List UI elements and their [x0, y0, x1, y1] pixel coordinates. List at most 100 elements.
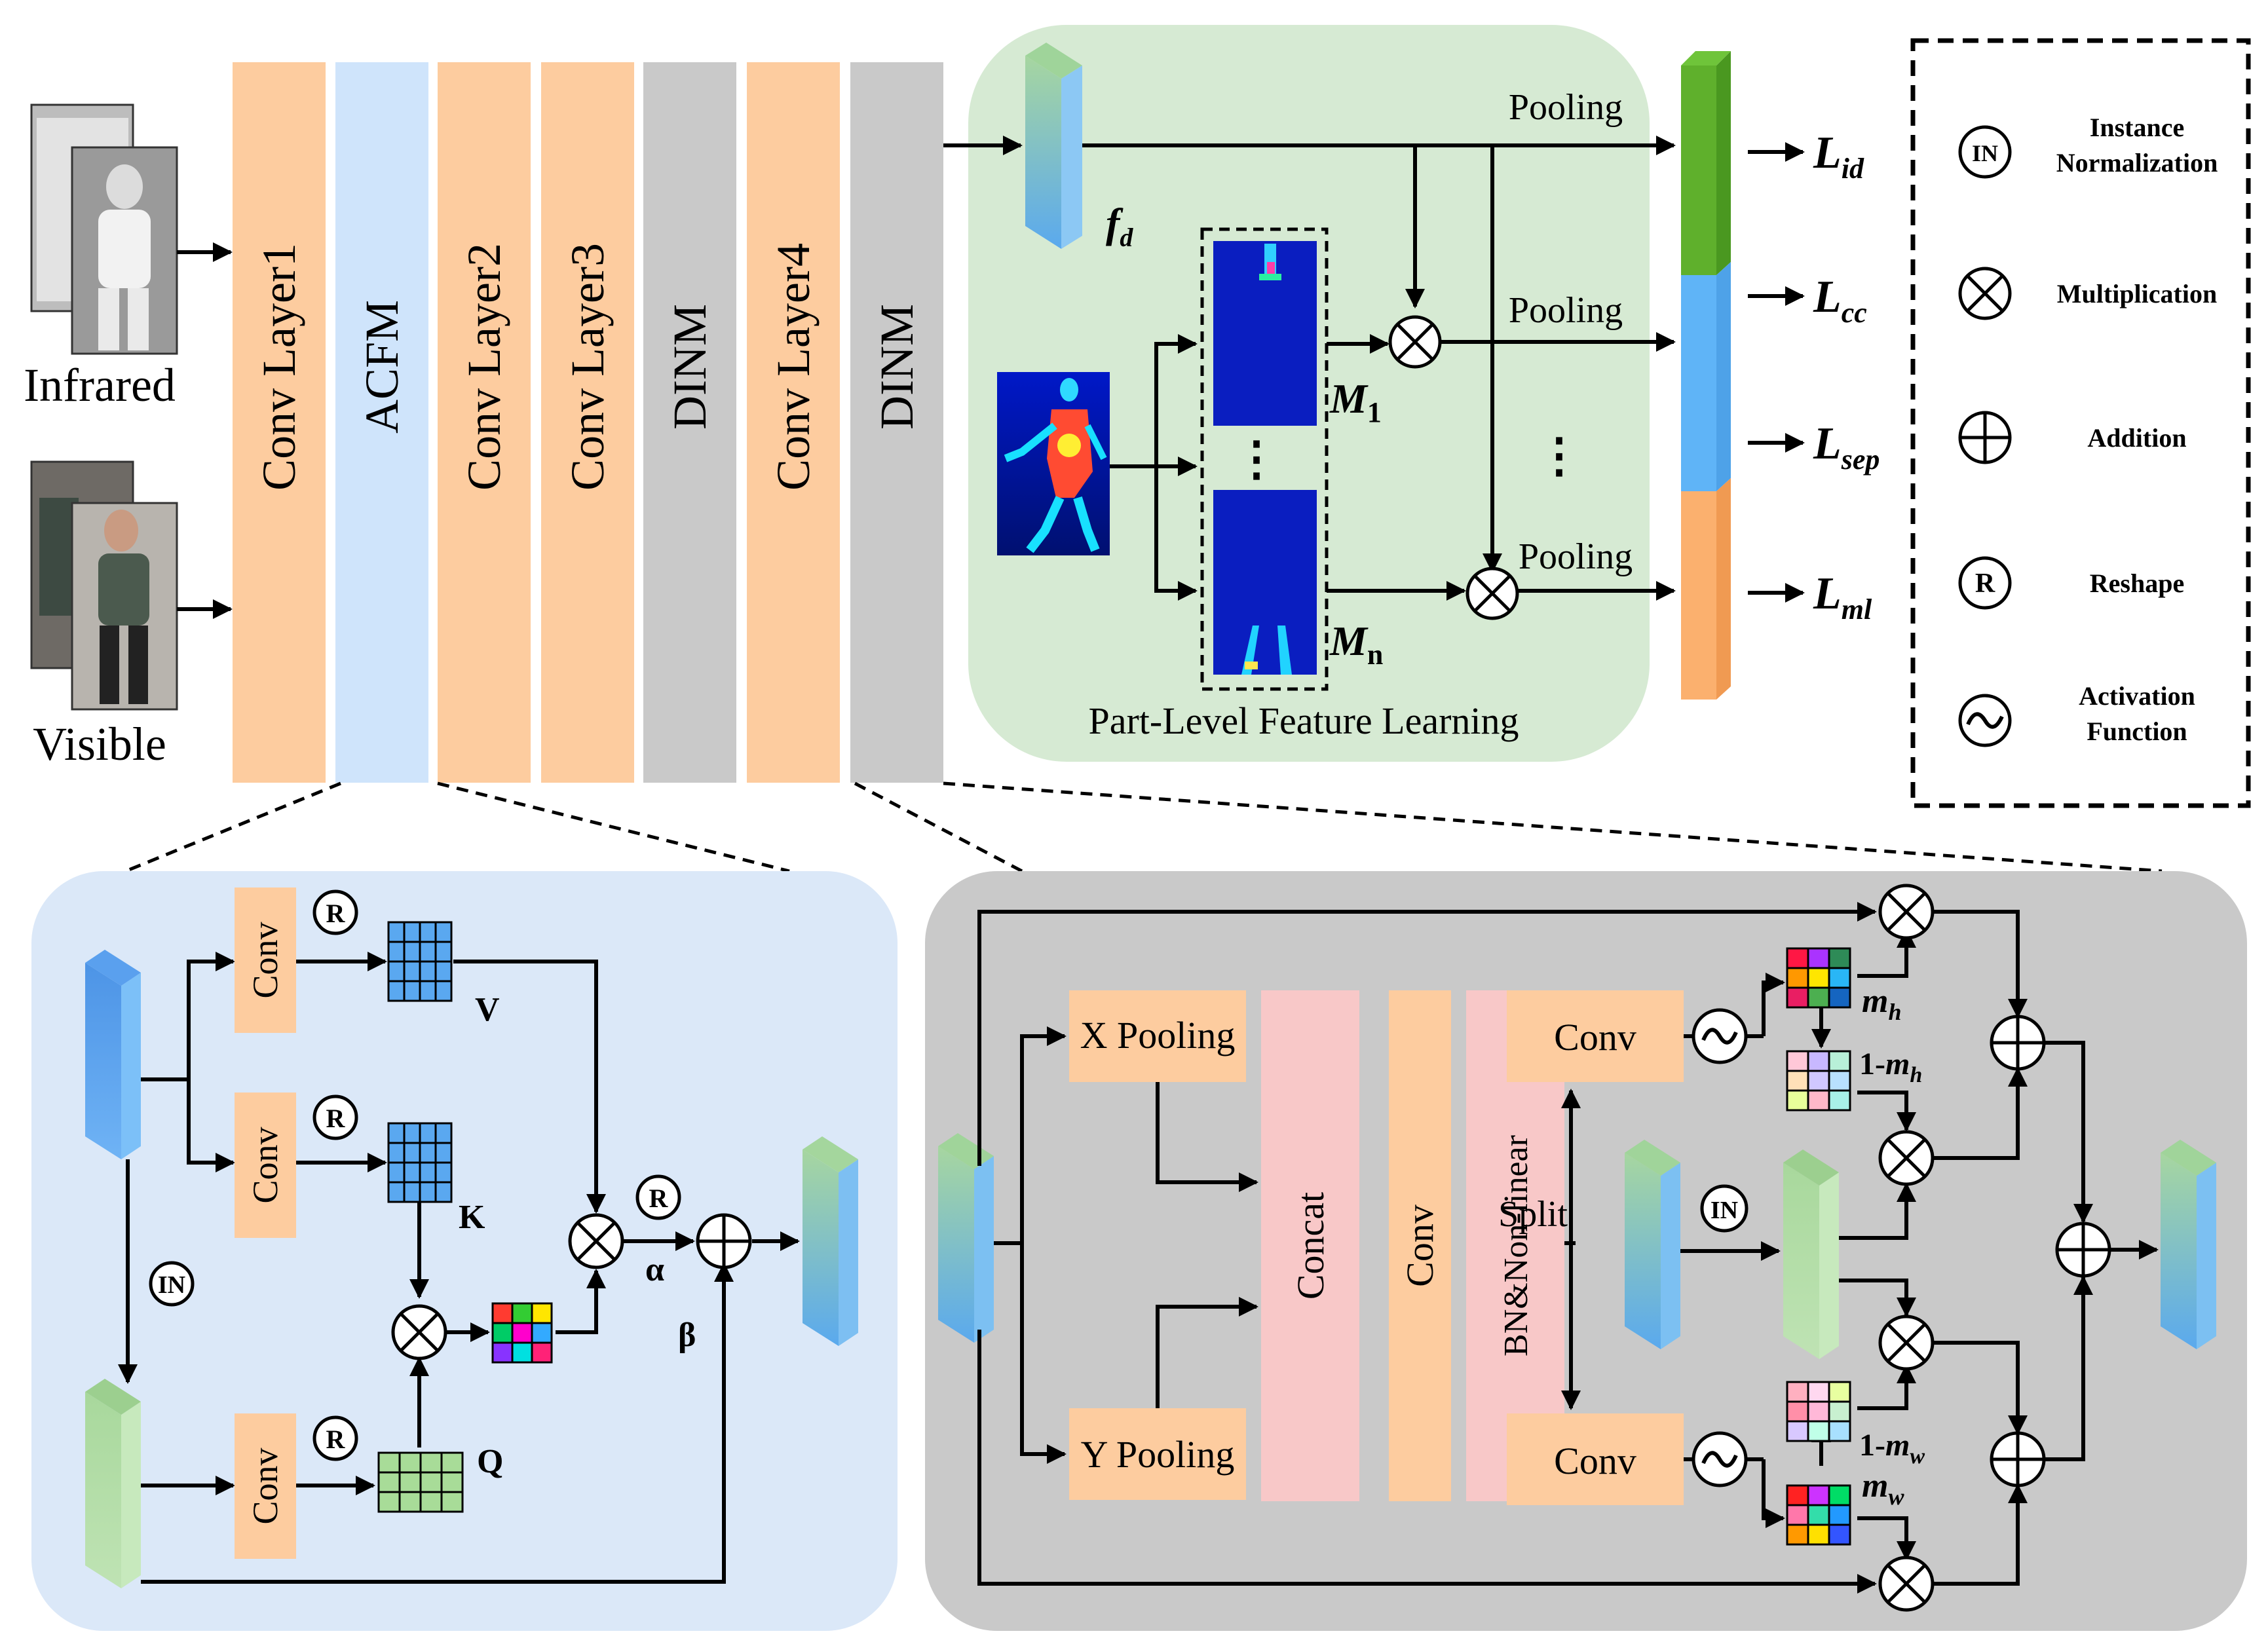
mw-label: mw: [1862, 1467, 1904, 1510]
acfm-add: [696, 1213, 752, 1269]
part-map-n: [1213, 490, 1317, 675]
svg-text:IN: IN: [158, 1271, 185, 1299]
zoom-line-acfm-right: [437, 781, 790, 873]
v-grid: [387, 921, 453, 1002]
q-label: Q: [477, 1443, 503, 1480]
dinm-input-slab: [938, 1133, 994, 1343]
acfm-conv-1: Conv R: [235, 887, 358, 1033]
legend: INInstanceNormalizationMultiplicationAdd…: [1958, 113, 2218, 747]
svg-text:R: R: [326, 1104, 346, 1133]
dinm-mid-slab: [1625, 1140, 1680, 1349]
visible-images: [30, 460, 178, 711]
loss-feature-bar: [1681, 51, 1731, 700]
loss-cc: Lcc: [1748, 272, 1867, 329]
backbone-layer-6: Conv Layer4: [747, 62, 840, 783]
dinm-conv-box: [1389, 990, 1451, 1501]
pooling-label-2: Pooling: [1509, 290, 1623, 331]
dinm-mult-bot: [1878, 1556, 1935, 1612]
svg-text:Activation: Activation: [2079, 681, 2195, 711]
dinm-panel: [925, 871, 2247, 1631]
beta-label: β: [678, 1317, 696, 1354]
acfm-mult-qk: [391, 1304, 447, 1360]
svg-text:Addition: Addition: [2087, 423, 2186, 453]
svg-text:Lcc: Lcc: [1813, 272, 1867, 329]
svg-text:Multiplication: Multiplication: [2057, 279, 2217, 308]
svg-text:Conv: Conv: [246, 922, 285, 998]
svg-text:R: R: [649, 1184, 669, 1213]
dinm-act-bot: [1692, 1431, 1748, 1487]
loss-sep: Lsep: [1748, 419, 1880, 476]
acfm-in-op: IN: [149, 1261, 195, 1307]
backbone-layer-label: Conv Layer3: [561, 243, 614, 491]
acfm-output-slab: [803, 1136, 858, 1346]
zoom-line-dinm-left: [854, 781, 1023, 873]
dinm-act-top: [1692, 1008, 1748, 1064]
dinm-mult-mw: [1878, 1315, 1935, 1371]
acfm-in-slab: [85, 1379, 141, 1588]
fd-feature-map: [1025, 43, 1082, 249]
acfm-panel: [31, 871, 898, 1631]
svg-text:IN: IN: [1710, 1197, 1738, 1224]
one-mh-grid: [1786, 1050, 1851, 1112]
dinm-mult-mh: [1878, 1130, 1935, 1186]
svg-text:Lml: Lml: [1813, 569, 1872, 626]
dinm-wires: [977, 902, 2159, 1594]
pooling-dots: ⋮: [1536, 430, 1583, 482]
svg-text:Lid: Lid: [1813, 128, 1864, 185]
x-pooling-label: X Pooling: [1080, 1014, 1236, 1056]
backbone-layer-label: ACFM: [356, 300, 408, 434]
pooling-label-1: Pooling: [1509, 87, 1623, 128]
conv-top-box: [1507, 990, 1684, 1082]
conv-top-label: Conv: [1554, 1016, 1636, 1058]
one-mw-label: 1-mw: [1859, 1428, 1925, 1468]
conv-bot-label: Conv: [1554, 1440, 1636, 1482]
svg-text:Normalization: Normalization: [2056, 148, 2218, 177]
bn-label: BN&Non-linear: [1498, 1135, 1535, 1356]
mult-op-n: [1465, 567, 1519, 620]
acfm-mult-v: [568, 1213, 624, 1269]
split-label: Split: [1498, 1194, 1568, 1235]
part-dots: ⋮: [1233, 433, 1280, 485]
visible-label: Visible: [33, 718, 166, 770]
svg-text:Conv: Conv: [246, 1127, 285, 1203]
conv-bot-box: [1507, 1413, 1684, 1505]
one-mh-label: 1-mh: [1859, 1047, 1922, 1087]
attention-grid: [491, 1302, 553, 1364]
svg-text:IN: IN: [1972, 140, 1998, 166]
acfm-grids: [377, 921, 553, 1513]
backbone-layer-5: DINM: [643, 62, 736, 783]
backbone-layer-3: Conv Layer2: [438, 62, 531, 783]
svg-text:Lsep: Lsep: [1813, 419, 1880, 476]
y-pooling-box: [1069, 1408, 1246, 1500]
backbone-layer-4: Conv Layer3: [541, 62, 634, 783]
acfm-wires: [118, 952, 800, 1584]
backbone: Conv Layer1 ACFM Conv Layer2 Conv Layer3 DIN…: [233, 62, 943, 783]
dinm-grids: [1786, 947, 1851, 1546]
dinm-in-op: IN: [1700, 1184, 1748, 1233]
concat-box: [1261, 990, 1359, 1501]
dinm-mult-top: [1878, 884, 1935, 940]
backbone-layer-2: ACFM: [335, 62, 428, 783]
acfm-conv-2: Conv R: [235, 1093, 358, 1238]
pose-heatmap: [997, 372, 1110, 555]
mh-grid: [1786, 947, 1851, 1009]
dinm-add-final: [2055, 1222, 2111, 1278]
mh-label: mh: [1862, 982, 1901, 1025]
svg-text:Conv: Conv: [246, 1448, 285, 1524]
dinm-norm-slab: [1783, 1149, 1839, 1359]
q-grid: [377, 1451, 464, 1513]
legend-item-3: Addition: [1958, 411, 2187, 464]
svg-text:Function: Function: [2087, 717, 2187, 746]
loss-id: Lid: [1748, 128, 1864, 185]
k-label: K: [459, 1199, 485, 1236]
y-pooling-label: Y Pooling: [1081, 1433, 1235, 1476]
backbone-layer-label: Conv Layer1: [253, 243, 305, 491]
svg-text:R: R: [326, 899, 346, 928]
backbone-layer-label: DINM: [664, 304, 716, 430]
heatmap-branches: [1110, 334, 1198, 601]
backbone-layer-1: Conv Layer1: [233, 62, 326, 783]
